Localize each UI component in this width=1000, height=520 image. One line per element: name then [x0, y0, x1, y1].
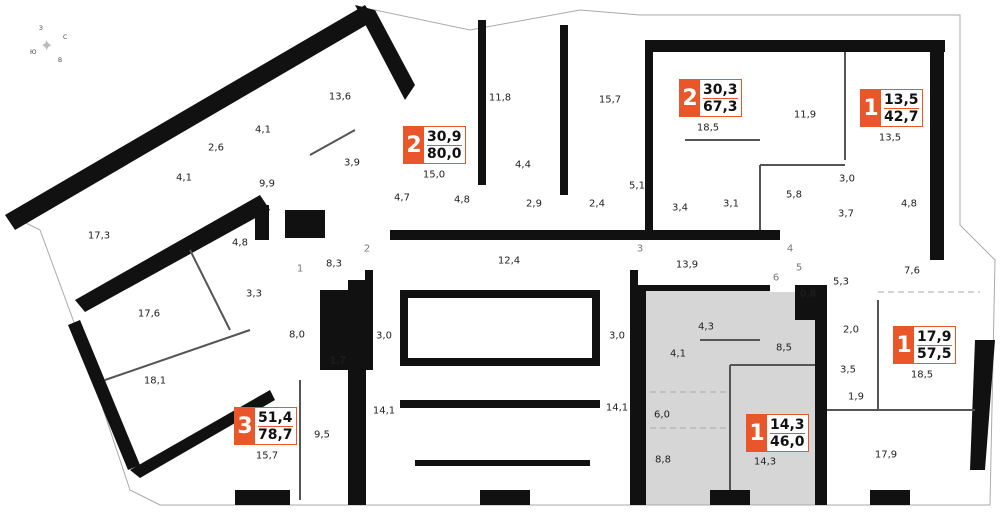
compass-east: С: [63, 34, 68, 41]
compass-south: В: [58, 57, 63, 64]
total-area: 78,7: [258, 426, 293, 443]
total-area: 67,3: [703, 98, 738, 115]
room-count: 1: [894, 327, 914, 363]
room-count: 3: [235, 408, 255, 444]
total-area: 57,5: [917, 345, 952, 362]
total-area: 42,7: [884, 108, 919, 125]
room-count: 1: [861, 90, 881, 126]
walls: [5, 5, 995, 505]
living-area: 17,9: [917, 328, 952, 346]
room-count: 2: [404, 127, 424, 163]
living-area: 30,9: [427, 128, 462, 146]
living-area: 51,4: [258, 409, 293, 427]
living-area: 30,3: [703, 81, 738, 99]
compass-north: З: [39, 25, 43, 32]
total-area: 80,0: [427, 145, 462, 162]
dashed-zone-lines: [650, 291, 980, 429]
total-area: 46,0: [770, 433, 805, 450]
interior-partitions: [104, 52, 975, 500]
room-count: 2: [680, 80, 700, 116]
living-area: 13,5: [884, 91, 919, 109]
compass-west: Ю: [30, 49, 37, 56]
compass-icon: ✦: [40, 36, 54, 55]
living-area: 14,3: [770, 416, 805, 434]
room-count: 1: [747, 415, 767, 451]
